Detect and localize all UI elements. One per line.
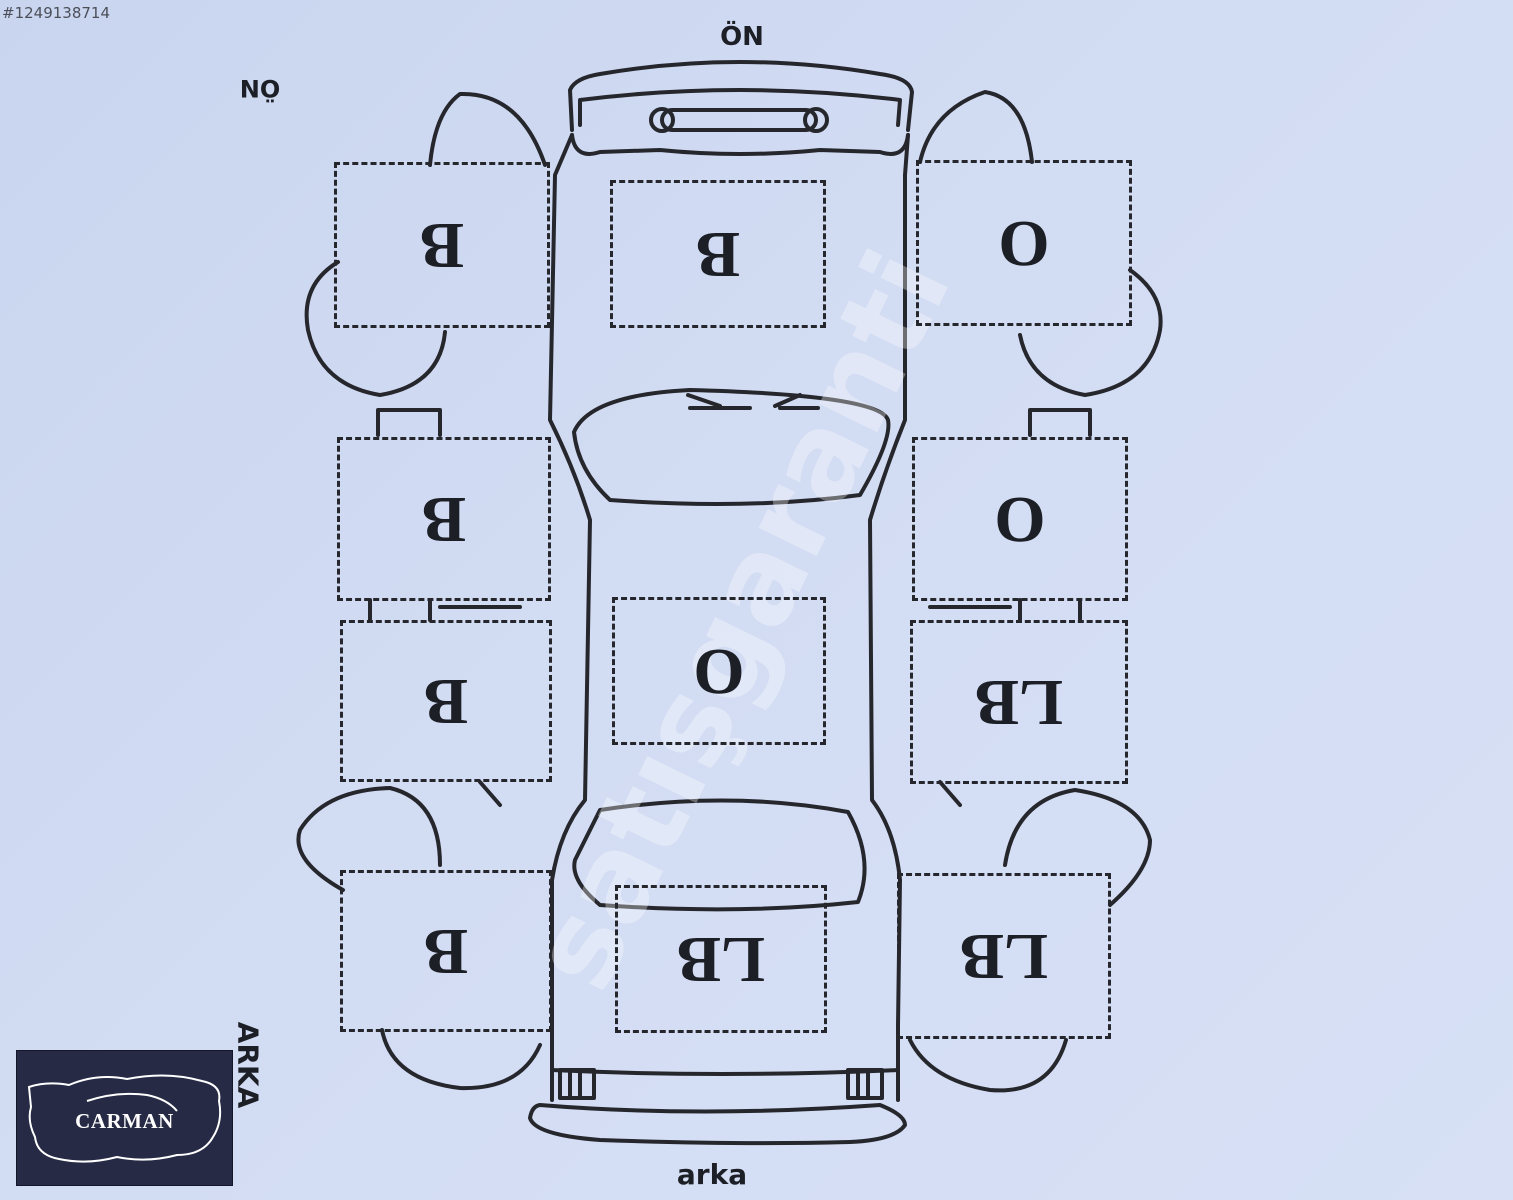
panel-code: O bbox=[994, 483, 1046, 556]
panel-code: B bbox=[423, 915, 469, 988]
panel-roof[interactable]: O bbox=[612, 597, 826, 745]
body-left-side bbox=[548, 133, 592, 1027]
panel-right-front-fender[interactable]: O bbox=[916, 160, 1132, 326]
logo-text: CARMAN bbox=[75, 1109, 174, 1133]
panel-hood[interactable]: B bbox=[610, 180, 826, 328]
panel-right-front-door[interactable]: O bbox=[912, 437, 1128, 601]
windshield bbox=[572, 388, 891, 506]
panel-code: O bbox=[693, 635, 745, 708]
map-outline-icon bbox=[27, 1074, 222, 1163]
right-rear-wheel-arch bbox=[1003, 788, 1152, 907]
panel-right-rear-fender[interactable]: LB bbox=[897, 873, 1111, 1039]
panel-left-front-fender[interactable]: B bbox=[334, 162, 550, 328]
rear-window bbox=[572, 798, 867, 912]
panel-code: B bbox=[419, 209, 465, 282]
body-right-side bbox=[868, 133, 910, 1027]
panel-left-rear-fender[interactable]: B bbox=[340, 870, 552, 1032]
panel-code: B bbox=[695, 218, 741, 291]
panel-trunk[interactable]: LB bbox=[615, 885, 827, 1033]
listing-id: #1249138714 bbox=[2, 4, 111, 22]
carman-logo: CARMAN bbox=[16, 1050, 233, 1186]
panel-left-front-door[interactable]: B bbox=[337, 437, 551, 601]
hood-line bbox=[570, 133, 910, 156]
right-front-wheel-arch bbox=[918, 90, 1034, 164]
panel-right-rear-door[interactable]: LB bbox=[910, 620, 1128, 784]
panel-code: LB bbox=[959, 920, 1049, 993]
front-grille bbox=[660, 108, 818, 132]
left-front-wheel-arch bbox=[428, 91, 547, 167]
panel-code: B bbox=[423, 665, 469, 738]
rear-label-bottom: arka bbox=[676, 1158, 748, 1191]
panel-code: LB bbox=[676, 923, 766, 996]
panel-code: O bbox=[998, 207, 1050, 280]
front-bumper-inner bbox=[578, 88, 902, 127]
rear-bumper bbox=[528, 1103, 907, 1146]
panel-code: LB bbox=[974, 666, 1064, 739]
left-tail-light bbox=[558, 1068, 596, 1100]
panel-left-rear-door[interactable]: B bbox=[340, 620, 552, 782]
panel-code: B bbox=[421, 483, 467, 556]
front-label-top: ÖN bbox=[720, 22, 764, 52]
right-tail-light bbox=[846, 1068, 884, 1100]
front-bumper bbox=[568, 60, 914, 132]
left-rear-wheel-arch bbox=[296, 786, 442, 892]
